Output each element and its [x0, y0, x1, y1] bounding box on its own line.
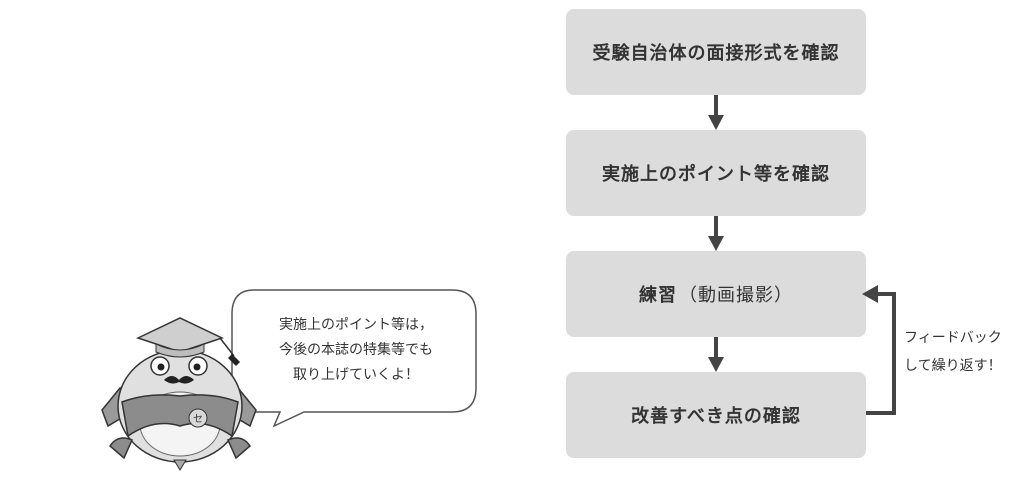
flow-step-4-label: 改善すべき点の確認 [631, 406, 801, 427]
feedback-label-line1: フィードバック [904, 330, 1002, 346]
flow-step-3-note: （動画撮影） [679, 285, 793, 306]
speech-line-2: 今後の本誌の特集等でも [279, 342, 433, 358]
flow-step-3: 練習 （動画撮影） [566, 251, 866, 337]
arrow-down-icon [708, 95, 724, 130]
flow-step-2-label: 実施上のポイント等を確認 [602, 164, 830, 185]
flow-step-3-label: 練習 [639, 285, 677, 306]
speech-line-3: 取り上げていくよ！ [293, 367, 419, 383]
mascot-badge: セ [193, 413, 203, 425]
feedback-label: フィードバック して繰り返す！ [904, 324, 1002, 380]
flow-step-1-label: 受験自治体の面接形式を確認 [592, 43, 840, 64]
speech-line-1: 実施上のポイント等は， [279, 317, 433, 333]
arrow-down-icon [708, 216, 724, 251]
arrow-down-icon [708, 337, 724, 372]
feedback-label-line2: して繰り返す！ [904, 358, 1002, 374]
feedback-loop-arrow [862, 285, 896, 415]
mascot-character: セ [101, 317, 257, 471]
flow-step-1: 受験自治体の面接形式を確認 [566, 9, 866, 95]
speech-bubble-text: 実施上のポイント等は， 今後の本誌の特集等でも 取り上げていくよ！ [238, 313, 474, 388]
flow-step-4: 改善すべき点の確認 [566, 372, 866, 458]
speech-bubble [231, 289, 477, 428]
flow-step-2: 実施上のポイント等を確認 [566, 130, 866, 216]
